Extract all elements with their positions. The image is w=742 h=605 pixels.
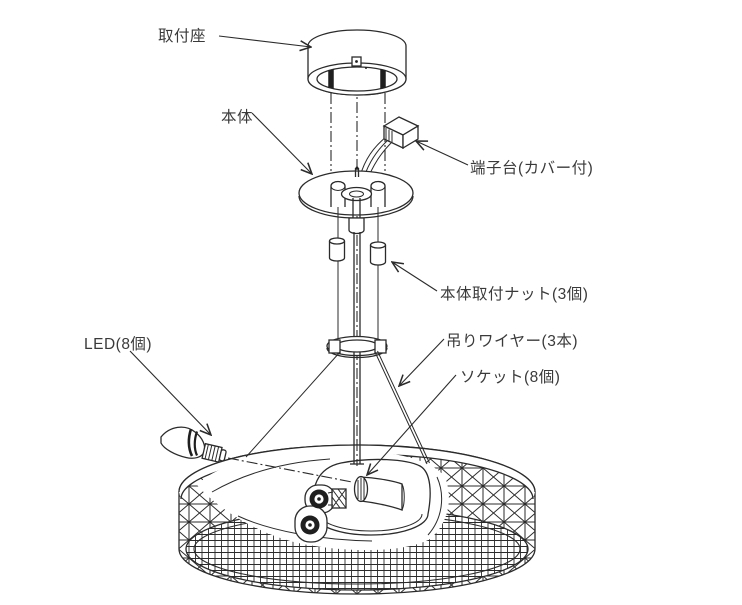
label-sockets: ソケット(8個)	[460, 368, 560, 386]
socket-ring-upper	[309, 489, 329, 509]
leader-mounting-nuts	[392, 262, 438, 292]
suspension-rods	[328, 198, 387, 342]
label-body: 本体	[221, 108, 253, 126]
leader-lines	[129, 35, 469, 475]
socket-cylinder	[353, 475, 405, 511]
shade-cutaway	[197, 450, 449, 551]
spreader-collar	[326, 335, 388, 359]
leader-hanging-wires	[399, 338, 445, 386]
mounting-nut-right	[369, 241, 387, 266]
socket-ring-lower	[300, 515, 320, 535]
led-bulb-part	[160, 426, 353, 483]
terminal-block-part	[357, 116, 420, 189]
label-hanging-wires: 吊りワイヤー(3本)	[446, 332, 578, 350]
leader-led	[129, 350, 211, 435]
leader-body	[251, 112, 312, 174]
label-mounting-base: 取付座	[158, 27, 206, 45]
led-screw-base	[201, 442, 227, 463]
label-terminal-block: 端子台(カバー付)	[470, 159, 593, 177]
socket-hub	[294, 458, 431, 543]
label-led: LED(8個)	[84, 335, 152, 353]
hanging-centerlines	[330, 64, 386, 470]
leader-mounting-base	[218, 35, 311, 47]
labels: 取付座 本体 端子台(カバー付) 本体取付ナット(3個) 吊りワイヤー(3本) …	[84, 27, 593, 386]
leader-terminal-block	[416, 141, 469, 166]
leader-sockets	[367, 374, 457, 475]
hanging-wires-part	[245, 350, 430, 466]
mounting-base-part	[307, 29, 407, 96]
body-part	[298, 166, 414, 219]
label-mounting-nuts: 本体取付ナット(3個)	[440, 285, 588, 303]
mounting-nut-left	[328, 237, 346, 262]
